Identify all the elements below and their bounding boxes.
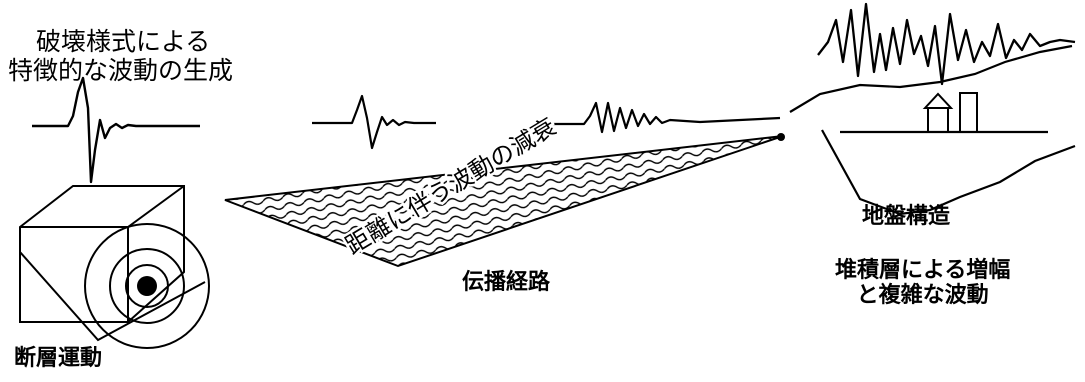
ground-basin xyxy=(789,44,1076,216)
amplification-line1: 堆積層による増幅 xyxy=(835,258,1011,283)
source-rings xyxy=(84,223,210,349)
site-waveform xyxy=(817,2,1076,86)
source-title-line1: 破壊様式による xyxy=(36,27,211,56)
source-title-line2: 特徴的な波動の生成 xyxy=(8,55,234,85)
ground-structure-label: 地盤構造 xyxy=(862,204,951,229)
tower-icon xyxy=(959,92,978,133)
source-waveform xyxy=(32,76,200,184)
source-title: 破壊様式による 特徴的な波動の生成 xyxy=(8,27,234,86)
amplification-label: 堆積層による増幅 と複雑な波動 xyxy=(835,258,1010,309)
propagation-wedge xyxy=(224,135,784,268)
hypocenter-dot xyxy=(137,276,157,296)
far-waveform xyxy=(552,101,781,134)
wedge-tip xyxy=(777,133,785,141)
fault-block xyxy=(19,185,206,342)
mid-waveform xyxy=(312,94,436,150)
propagation-path-label: 伝播経路 xyxy=(462,270,551,295)
house-icon xyxy=(922,92,954,133)
amplification-line2: と複雑な波動 xyxy=(856,283,989,309)
fault-motion-label: 断層運動 xyxy=(14,346,103,371)
